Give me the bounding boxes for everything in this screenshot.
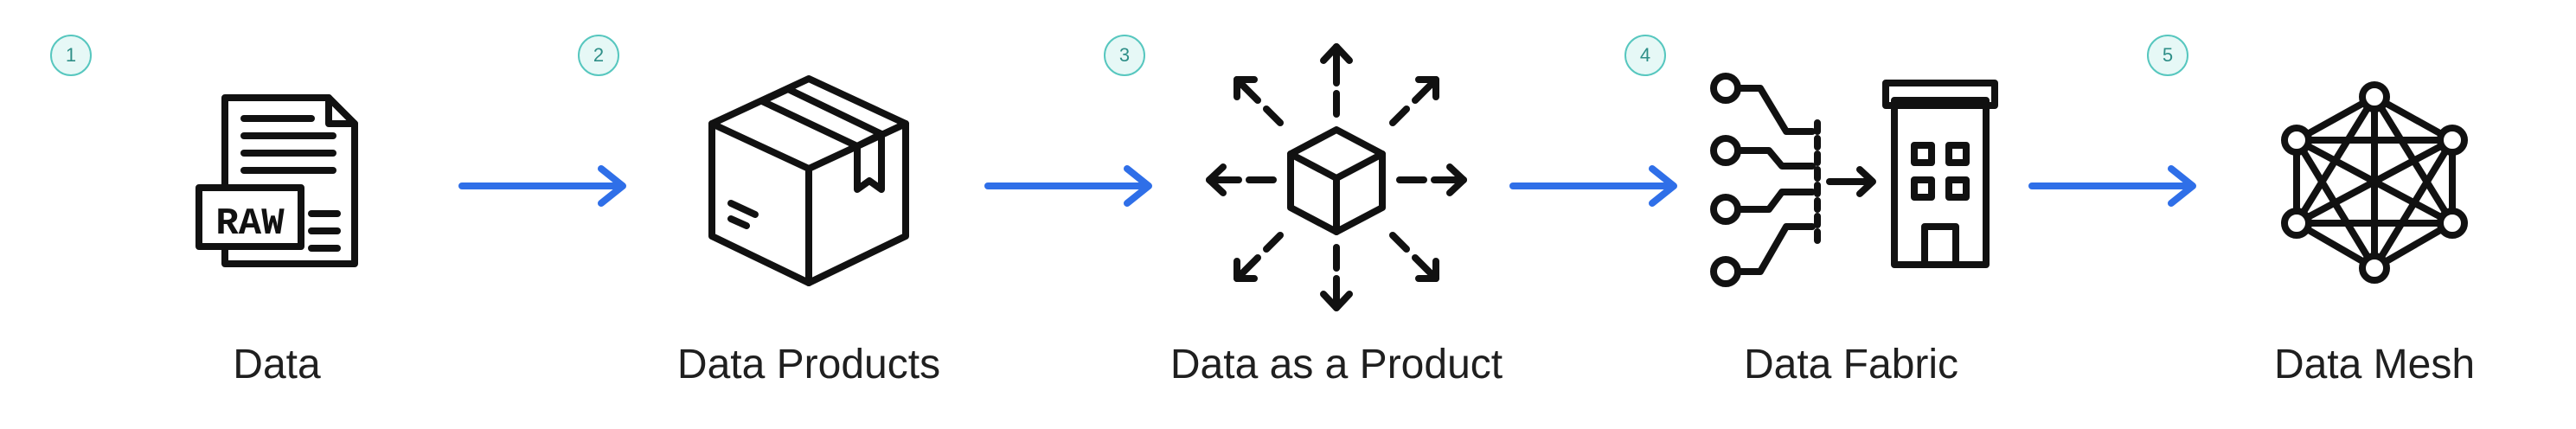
arrow-2-to-3 xyxy=(984,165,1152,207)
arrow-1-to-2 xyxy=(458,165,626,207)
step-2-badge: 2 xyxy=(578,35,619,76)
arrow-3-to-4 xyxy=(1509,165,1677,207)
step-3-label: Data as a Product xyxy=(1169,342,1503,387)
step-1-badge: 1 xyxy=(50,35,92,76)
step-1-label: Data xyxy=(233,342,321,387)
package-box-icon xyxy=(708,75,909,286)
raw-document-icon: RAW xyxy=(195,94,358,267)
step-4-badge: 4 xyxy=(1624,35,1666,76)
step-3-badge: 3 xyxy=(1104,35,1145,76)
raw-label: RAW xyxy=(215,202,285,246)
step-2-label: Data Products xyxy=(676,342,941,387)
step-5-label: Data Mesh xyxy=(2273,342,2476,387)
step-4-label: Data Fabric xyxy=(1743,342,1959,387)
step-5-badge: 5 xyxy=(2147,35,2188,76)
network-mesh-icon xyxy=(2281,81,2468,284)
distribution-cube-icon xyxy=(1206,43,1467,311)
circuit-building-icon xyxy=(1710,73,1998,287)
arrow-4-to-5 xyxy=(2028,165,2196,207)
